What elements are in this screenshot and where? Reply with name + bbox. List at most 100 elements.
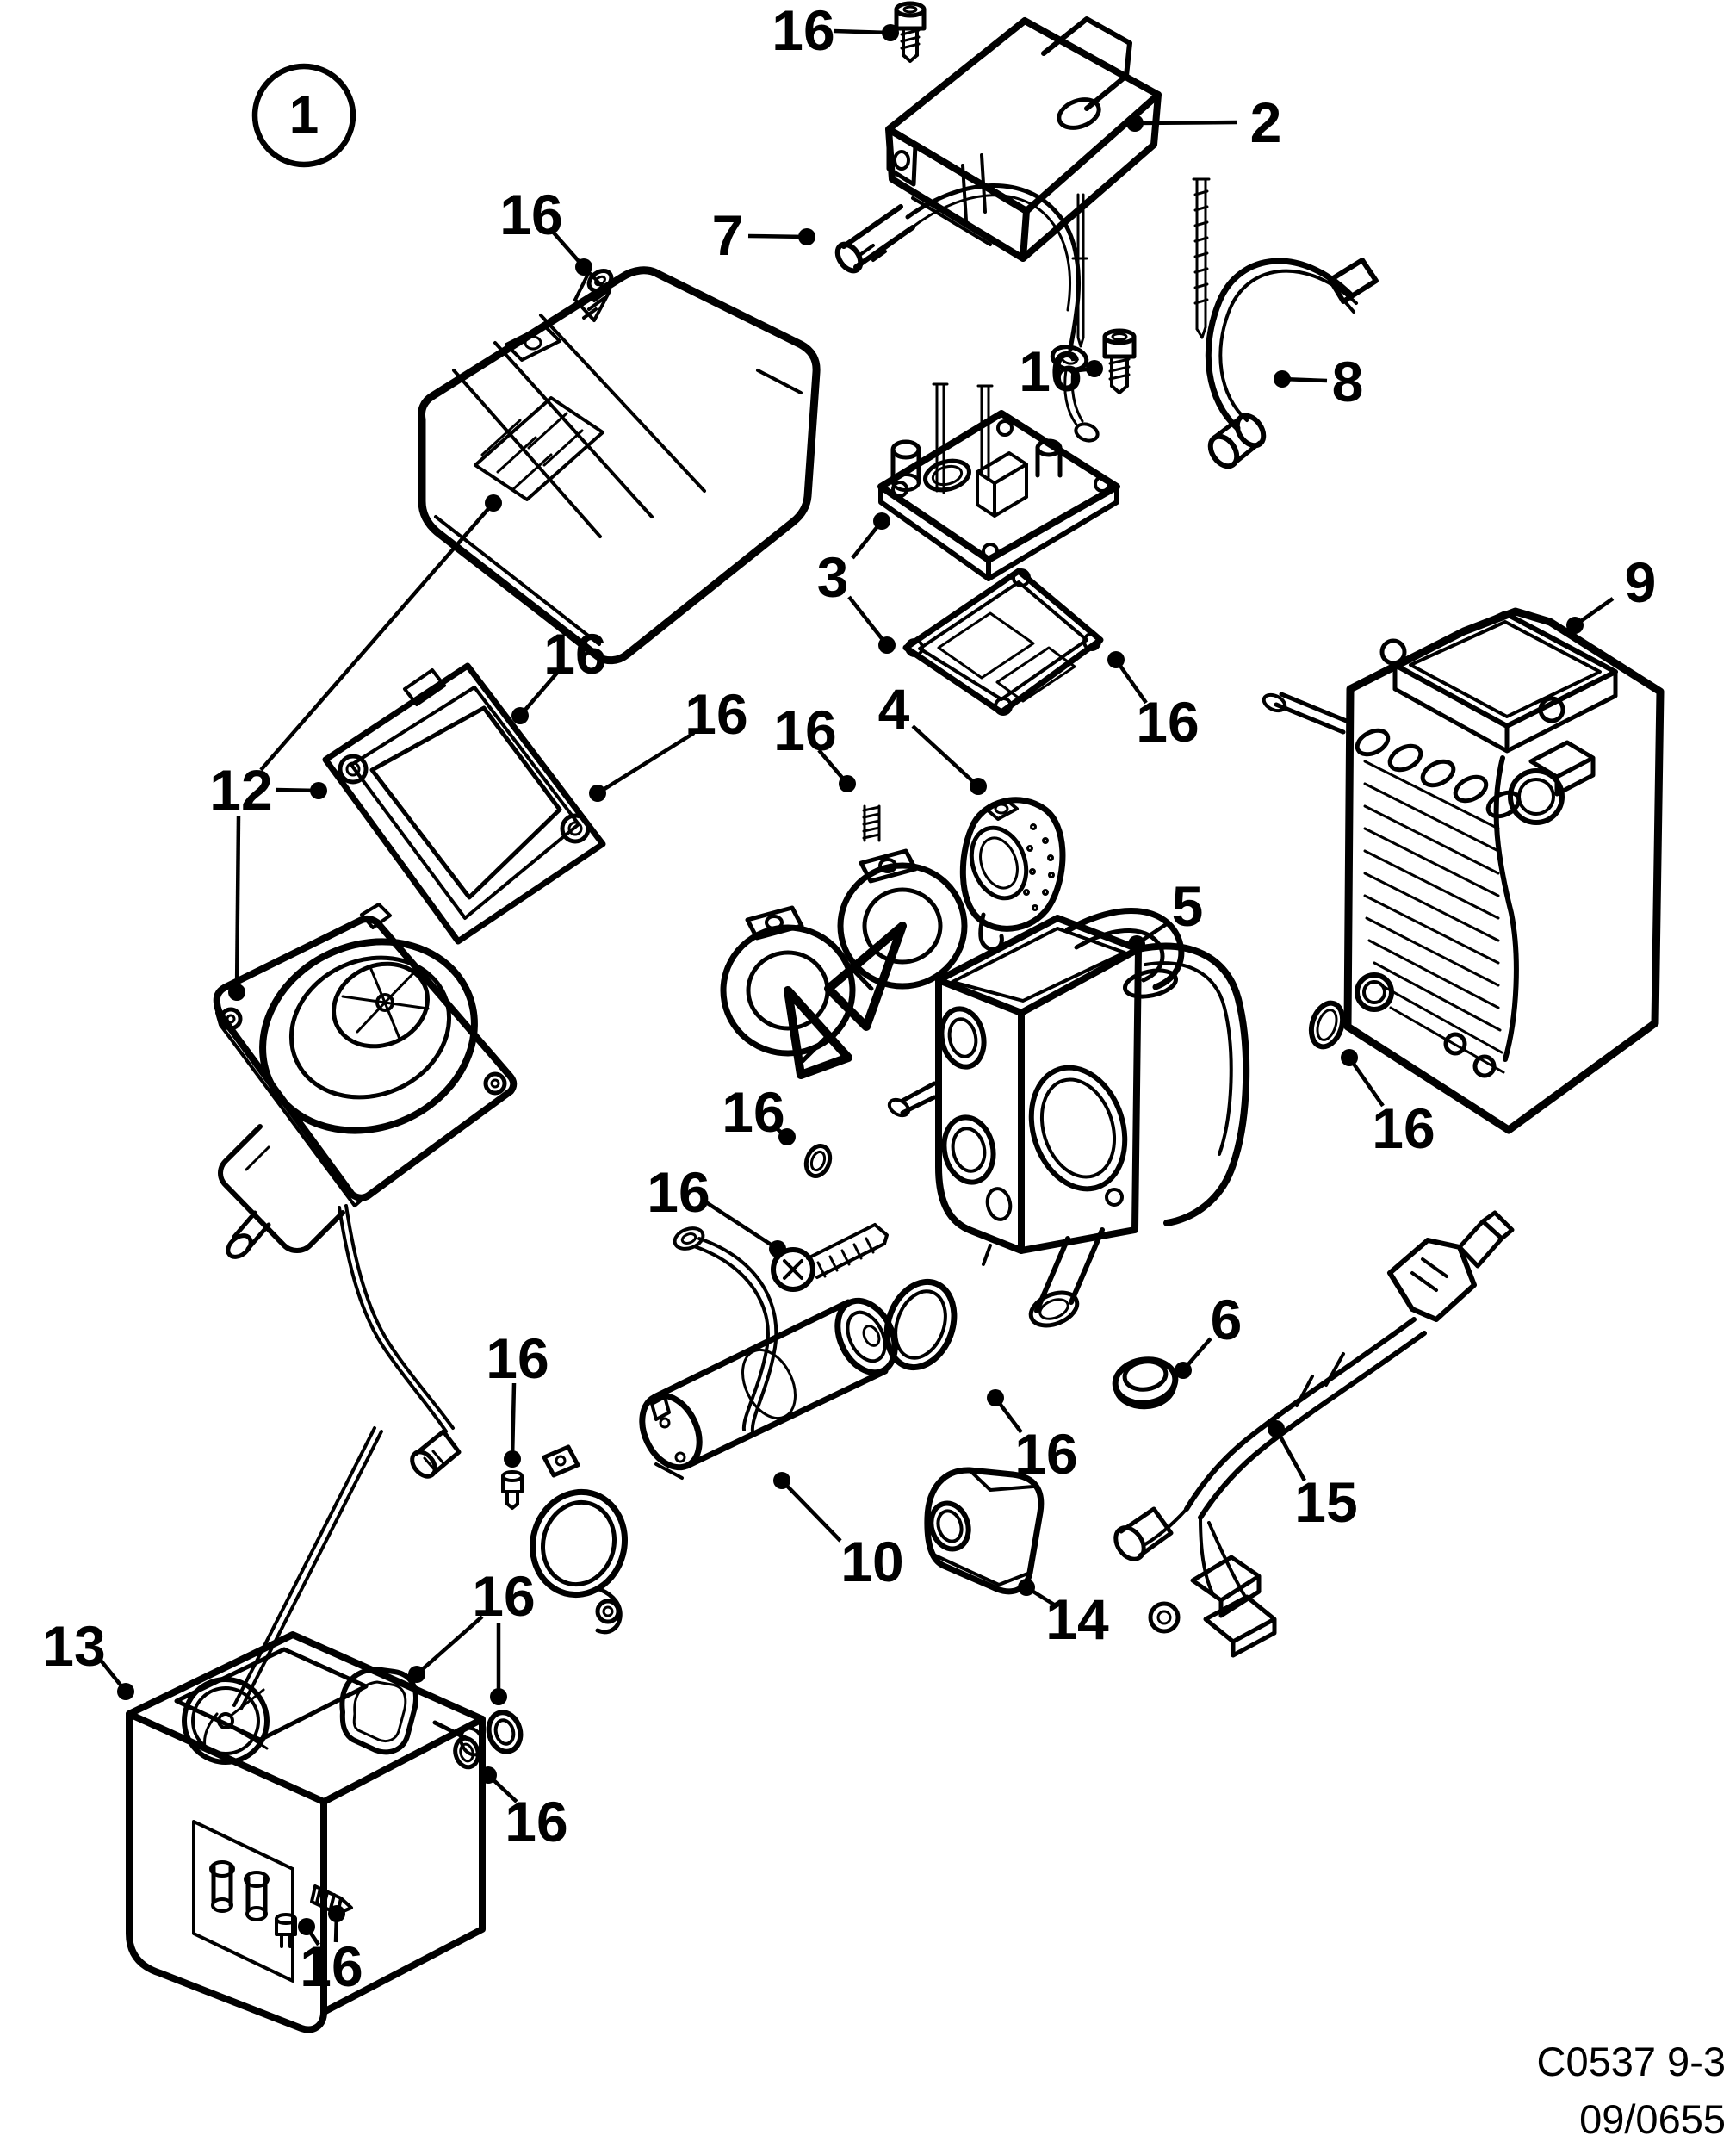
callout-16-25: 16 xyxy=(408,1564,536,1705)
callout-label: 5 xyxy=(1172,874,1204,938)
callout-label: 8 xyxy=(1332,350,1364,413)
leader-line xyxy=(1274,1427,1306,1482)
callout-16-20: 16 xyxy=(987,1389,1078,1486)
o-ring-large xyxy=(884,1278,958,1371)
leader-line xyxy=(833,28,891,35)
leader-dot xyxy=(882,24,899,41)
leader-line xyxy=(510,1382,517,1460)
callout-label: 13 xyxy=(42,1614,105,1678)
callout-label: 12 xyxy=(209,758,272,822)
figure-badge: 1 xyxy=(251,63,356,168)
leader-line xyxy=(259,501,495,772)
leader-line xyxy=(847,595,889,647)
leader-line xyxy=(1134,120,1237,126)
callout-16-27: 16 xyxy=(298,1905,363,1998)
leader-dot xyxy=(970,778,987,795)
callout-label: 16 xyxy=(1014,1422,1077,1486)
leader-dot xyxy=(575,258,592,276)
fan-wire-connector xyxy=(338,1204,462,1479)
callout-label: 9 xyxy=(1625,550,1657,614)
leader-dot xyxy=(490,1688,507,1705)
leader-dot xyxy=(839,775,856,792)
leader-dot xyxy=(873,512,890,530)
callout-label: 16 xyxy=(543,622,606,686)
callout-label: 16 xyxy=(1136,690,1199,754)
leader-dot xyxy=(485,494,502,512)
callout-12-11: 12 xyxy=(209,494,502,1001)
part-12-cover xyxy=(418,266,821,665)
leader-dot xyxy=(1268,1420,1285,1437)
spring-icon xyxy=(862,804,881,842)
callout-label: 7 xyxy=(712,203,744,267)
leader-line xyxy=(518,670,560,717)
leader-dot xyxy=(1274,370,1291,388)
leader-dot xyxy=(298,1918,315,1935)
callout-label: 16 xyxy=(685,682,747,746)
leader-line xyxy=(596,731,696,795)
leader-line xyxy=(415,1615,484,1676)
callout-label: 16 xyxy=(505,1790,567,1853)
callout-8-5: 8 xyxy=(1274,350,1363,413)
callout-label: 10 xyxy=(840,1530,903,1593)
leader-dot xyxy=(778,1128,796,1145)
o-ring-heat-exchanger xyxy=(1308,1000,1346,1050)
callout-label: 16 xyxy=(772,0,834,62)
part-12-gasket-frame xyxy=(322,662,606,945)
leader-dot xyxy=(773,1472,790,1489)
leader-dot xyxy=(1126,115,1144,132)
leader-line xyxy=(747,233,808,239)
callout-label: 16 xyxy=(486,1326,549,1390)
leader-dot xyxy=(117,1683,134,1700)
leader-line xyxy=(234,816,241,993)
callout-16-26: 16 xyxy=(480,1766,568,1853)
callout-16-19: 16 xyxy=(486,1326,549,1468)
callout-label: 15 xyxy=(1294,1470,1357,1534)
screw-icon-mid xyxy=(1102,328,1137,394)
callout-label: 16 xyxy=(1372,1096,1435,1160)
leader-dot xyxy=(408,1666,425,1683)
part-14-bracket xyxy=(924,1467,1045,1595)
screw-icon-left xyxy=(574,269,614,322)
part-15-wiring-harness xyxy=(1113,1210,1515,1658)
leader-line xyxy=(1114,658,1148,705)
drawing-number: C0537 9-3 xyxy=(1537,2039,1727,2084)
callout-15-21: 15 xyxy=(1268,1420,1358,1534)
leader-dot xyxy=(878,636,896,654)
leader-dot xyxy=(228,984,245,1001)
leader-line xyxy=(1348,1056,1385,1108)
callout-label: 16 xyxy=(647,1160,710,1224)
leader-dot xyxy=(798,228,815,245)
clamp-ring xyxy=(530,1444,628,1635)
callout-label: 2 xyxy=(1250,90,1282,154)
leader-dot xyxy=(310,782,327,799)
callout-label: 3 xyxy=(817,545,849,609)
leader-dot xyxy=(1566,617,1584,634)
leader-line xyxy=(704,1201,779,1251)
screw-icon-clamp xyxy=(501,1470,524,1510)
leader-dot xyxy=(512,707,529,724)
callout-10-22: 10 xyxy=(773,1472,904,1593)
callout-label: 16 xyxy=(472,1564,535,1628)
leader-dot xyxy=(1341,1049,1358,1066)
part-6-seal-ring xyxy=(1112,1356,1179,1410)
figure-badge-circle xyxy=(251,63,356,168)
part-4-burner-insert xyxy=(959,797,1066,952)
callout-16-9: 16 xyxy=(589,682,748,802)
revision-code: 09/0655 xyxy=(1579,2096,1726,2142)
callout-16-17: 16 xyxy=(647,1160,786,1257)
leader-line xyxy=(911,724,980,788)
leader-dot xyxy=(1107,651,1125,668)
callout-7-3: 7 xyxy=(712,203,815,267)
callout-label: 16 xyxy=(1019,339,1082,403)
part-2-cover xyxy=(885,16,1162,262)
part-9-heat-exchanger xyxy=(1262,607,1665,1134)
callout-14-23: 14 xyxy=(1018,1579,1109,1651)
leader-line xyxy=(780,1479,842,1543)
callout-label: 16 xyxy=(722,1080,784,1144)
callout-13-24: 13 xyxy=(42,1614,134,1700)
leader-dot xyxy=(1175,1362,1192,1379)
callout-4-12: 4 xyxy=(878,677,987,795)
parts-artwork xyxy=(126,1,1665,2033)
callout-2-1: 2 xyxy=(1126,90,1281,154)
